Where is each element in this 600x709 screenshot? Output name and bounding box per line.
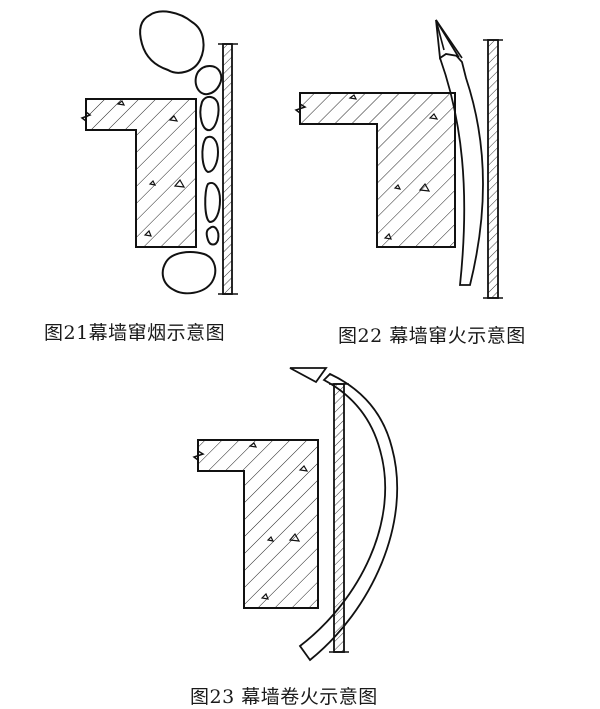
figure-22 <box>294 19 503 299</box>
break-mark <box>192 440 205 471</box>
smoke-clouds <box>139 10 223 295</box>
figure-23-caption: 图23 幕墙卷火示意图 <box>190 686 378 708</box>
break-mark <box>80 99 92 130</box>
break-mark <box>294 93 307 124</box>
smoke-cloud <box>199 96 220 132</box>
aggregate-marks <box>116 100 186 237</box>
smoke-cloud <box>205 225 220 246</box>
fire-spread-arrow-head-outline <box>435 19 463 59</box>
fire-spread-arrow-head <box>435 19 460 60</box>
smoke-cloud <box>201 135 220 174</box>
figure-22-caption: 图22 幕墙窜火示意图 <box>338 325 526 347</box>
smoke-cloud <box>204 182 222 224</box>
floor-slab <box>197 439 319 609</box>
fire-rollover-arrow <box>298 372 399 662</box>
floor-slab <box>85 98 197 248</box>
curtain-wall <box>222 43 233 295</box>
smoke-cloud-large <box>139 10 205 74</box>
figure-23 <box>192 367 399 662</box>
smoke-cloud <box>194 65 223 96</box>
aggregate-marks <box>248 442 309 600</box>
figure-21 <box>80 10 238 295</box>
aggregate-marks <box>348 94 439 240</box>
fire-rollover-arrow-head <box>289 367 328 384</box>
figure-21-caption: 图21幕墙窜烟示意图 <box>44 322 226 344</box>
curtain-wall <box>487 39 499 299</box>
smoke-cloud-bottom <box>161 251 217 295</box>
